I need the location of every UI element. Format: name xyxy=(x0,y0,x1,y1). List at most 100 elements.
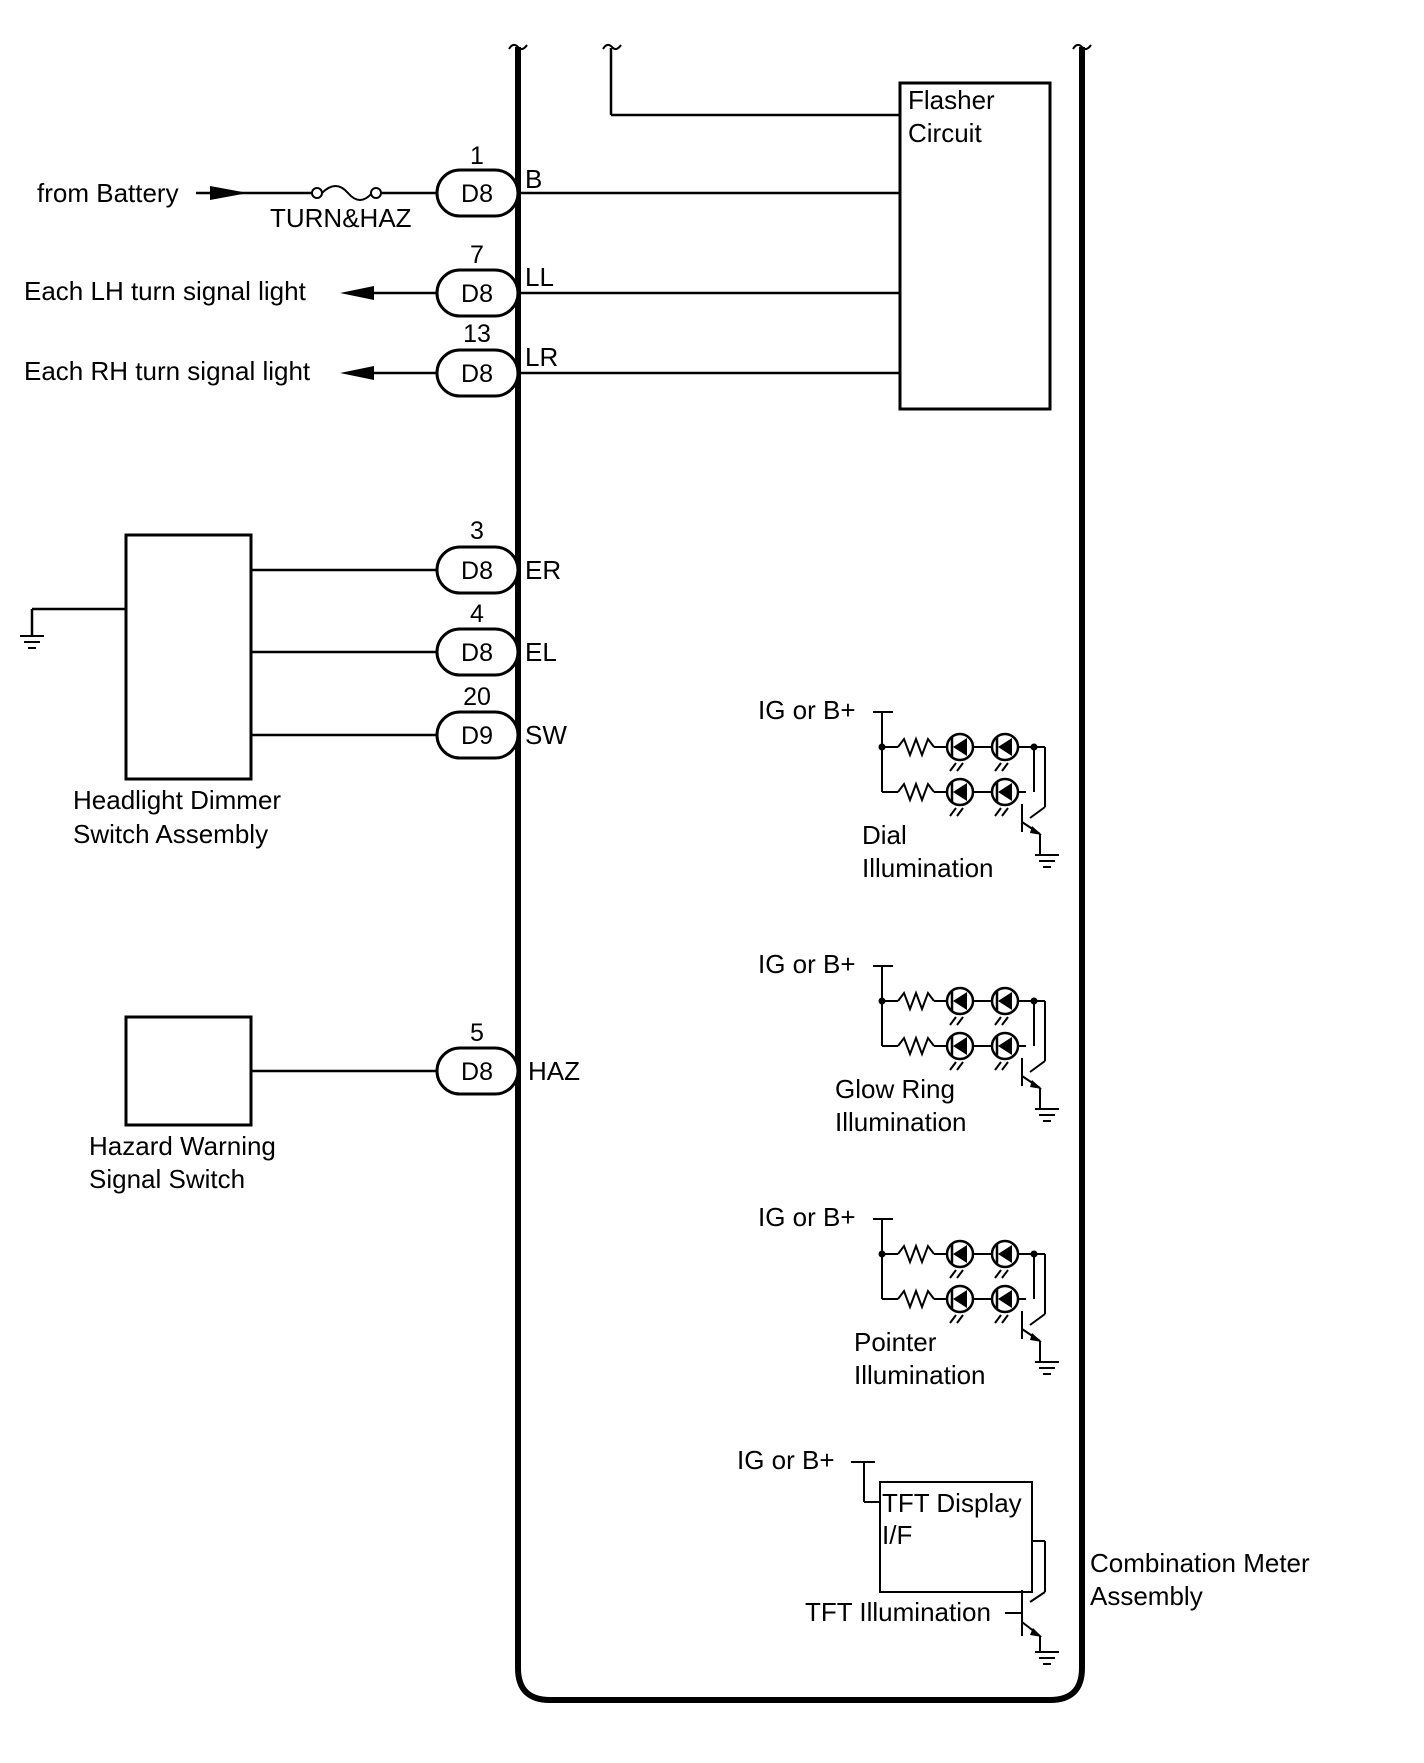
led-icon xyxy=(990,1284,1020,1325)
fuse-label: TURN&HAZ xyxy=(270,203,412,233)
led-icon xyxy=(945,732,975,773)
connector-shape xyxy=(435,1046,520,1096)
pin-number: 13 xyxy=(463,320,491,348)
flasher-label-1: Flasher xyxy=(908,85,995,115)
connector-id: D8 xyxy=(461,180,493,208)
connector-d8-er: 3 D8 ER xyxy=(435,517,561,595)
led-icon xyxy=(990,777,1020,818)
lh-arrow-icon xyxy=(340,286,374,300)
rh-arrow-icon xyxy=(340,366,374,380)
led-icon xyxy=(945,986,975,1027)
lh-turn-output: Each LH turn signal light xyxy=(24,276,437,306)
illumination-label-2: Illumination xyxy=(862,853,994,883)
terminal-label: LR xyxy=(525,342,558,372)
rh-turn-label: Each RH turn signal light xyxy=(24,356,311,386)
battery-arrow-icon xyxy=(210,186,248,200)
headlight-dimmer-switch: Headlight Dimmer Switch Assembly xyxy=(19,533,437,849)
tft-illumination-circuit: IG or B+ TFT Display I/F TFT Illuminatio… xyxy=(737,1445,1060,1665)
led-icon xyxy=(945,777,975,818)
ground-icon xyxy=(1034,854,1060,868)
ground-icon xyxy=(1034,1108,1060,1122)
resistor-icon xyxy=(897,783,935,801)
terminal-label: LL xyxy=(525,262,554,292)
connector-shape xyxy=(435,268,520,318)
dimmer-label-2: Switch Assembly xyxy=(73,819,268,849)
flasher-label-2: Circuit xyxy=(908,118,982,148)
connector-id: D8 xyxy=(461,1058,493,1086)
terminal-label: HAZ xyxy=(528,1056,580,1086)
supply-label: IG or B+ xyxy=(758,695,856,725)
meter-label-1: Combination Meter xyxy=(1090,1548,1310,1578)
break-mark-right xyxy=(1072,43,1092,51)
led-icon xyxy=(990,732,1020,773)
connector-d8-el: 4 D8 EL xyxy=(435,600,557,677)
connector-d8-ll: 7 D8 LL xyxy=(435,241,554,318)
resistor-icon xyxy=(897,1037,935,1055)
pin-number: 1 xyxy=(470,142,484,170)
meter-outline xyxy=(508,43,1092,1703)
led-icon xyxy=(990,1239,1020,1280)
illumination-label-1: Glow Ring xyxy=(835,1074,955,1104)
tft-illumination-label: TFT Illumination xyxy=(805,1597,991,1627)
illumination-label-2: Illumination xyxy=(854,1360,986,1390)
hazard-label-2: Signal Switch xyxy=(89,1164,245,1194)
lh-turn-label: Each LH turn signal light xyxy=(24,276,307,306)
connector-d8-b: 1 D8 B xyxy=(435,142,542,218)
connector-shape xyxy=(435,627,520,677)
supply-label: IG or B+ xyxy=(758,949,856,979)
connector-id: D8 xyxy=(461,639,493,667)
led-icon xyxy=(945,1239,975,1280)
connector-id: D8 xyxy=(461,280,493,308)
connector-shape xyxy=(435,168,520,218)
resistor-icon xyxy=(897,992,935,1010)
connector-d8-haz: 5 D8 HAZ xyxy=(435,1019,580,1096)
terminal-label: B xyxy=(525,164,542,194)
break-mark-left xyxy=(508,43,528,51)
connector-d8-lr: 13 D8 LR xyxy=(435,320,558,398)
connector-id: D8 xyxy=(461,360,493,388)
resistor-icon xyxy=(897,1290,935,1308)
resistor-icon xyxy=(897,738,935,756)
ground-icon xyxy=(19,635,45,649)
ground-icon xyxy=(1034,1361,1060,1375)
rh-turn-output: Each RH turn signal light xyxy=(24,356,437,386)
hazard-label-1: Hazard Warning xyxy=(89,1131,276,1161)
terminal-label: SW xyxy=(525,720,567,750)
tft-box-label-2: I/F xyxy=(882,1520,912,1550)
supply-label: IG or B+ xyxy=(758,1202,856,1232)
terminal-label: ER xyxy=(525,555,561,585)
break-mark-flasher xyxy=(602,43,622,51)
flasher-circuit: Flasher Circuit xyxy=(518,48,1052,411)
connector-id: D8 xyxy=(461,557,493,585)
pin-number: 4 xyxy=(470,600,484,628)
led-icon xyxy=(945,1031,975,1072)
led-icon xyxy=(990,986,1020,1027)
terminal-label: EL xyxy=(525,637,557,667)
battery-label: from Battery xyxy=(37,178,179,208)
tft-supply-label: IG or B+ xyxy=(737,1445,835,1475)
led-icon xyxy=(990,1031,1020,1072)
connector-d9-sw: 20 D9 SW xyxy=(435,683,567,760)
illumination-label-1: Dial xyxy=(862,820,907,850)
tft-display-box xyxy=(879,1481,1033,1593)
resistor-icon xyxy=(897,1245,935,1263)
meter-label-2: Assembly xyxy=(1090,1581,1203,1611)
led-icon xyxy=(945,1284,975,1325)
illumination-label-1: Pointer xyxy=(854,1327,937,1357)
tft-box-label-1: TFT Display xyxy=(882,1488,1022,1518)
connector-id: D9 xyxy=(461,722,493,750)
connector-shape xyxy=(435,545,520,595)
battery-feed: from Battery TURN&HAZ xyxy=(37,178,437,233)
fuse-icon xyxy=(311,187,323,199)
hazard-warning-switch: Hazard Warning Signal Switch xyxy=(89,1015,437,1194)
pin-number: 20 xyxy=(463,683,491,711)
pin-number: 7 xyxy=(470,241,484,269)
dimmer-label-1: Headlight Dimmer xyxy=(73,785,281,815)
connector-shape xyxy=(435,348,520,398)
connector-shape xyxy=(435,710,520,760)
